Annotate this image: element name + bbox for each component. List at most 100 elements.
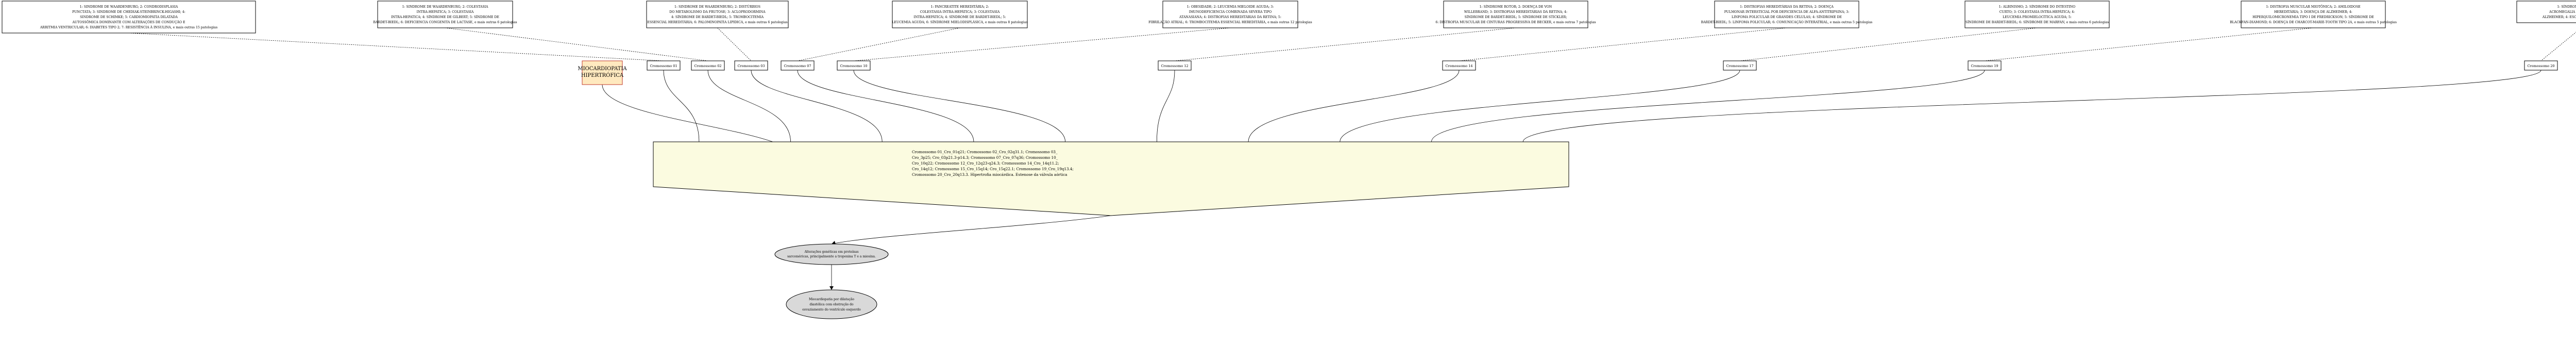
summary-node[interactable]: Cromossomo 01_Cro_01q21; Cromossomo 02_C… (653, 141, 1569, 216)
ellipse-node-1-line-1: Alterações genéticas em proteínas (804, 250, 858, 254)
info-box-1[interactable]: 1: SINDROME DE WAARDENBURG; 2: CONDRODIS… (2, 1, 256, 34)
info-box-line: DO METABOLISMO DA FRUTOSE; 3: ACLOPRODOR… (669, 10, 766, 14)
info-box-line: HEREDITÁRIA; 3: DOENÇA DE ALZHEIMER; 4: (2274, 10, 2352, 14)
chromosome-edge (663, 70, 700, 142)
chromosome-node[interactable]: Cromossomo 19 (1968, 60, 2002, 71)
chromosome-label: Cromossomo 03 (737, 64, 765, 68)
ellipse-node-2-line-1: Miocardiopatia por dilatação (809, 298, 854, 301)
info-box-line: CURTO; 3: COLESTASIA INTRA-HEPÁTICA; 4: (1999, 10, 2075, 14)
info-box-frame (377, 1, 513, 28)
info-box-line: 1: SINDROME DE WAARDENBURG; 2: CONDRODIS… (80, 5, 178, 9)
info-box-line: WILLEBRAND; 3: DISTROFIAS HEREDITÁRIAS D… (1464, 10, 1567, 14)
info-box-7[interactable]: 1: DISTROFIAS HEREDITÁRIAS DA RETINA; 2:… (1701, 1, 1873, 28)
chromosome-node[interactable]: Cromossomo 20 (2524, 60, 2558, 71)
ellipse-node-1[interactable]: Alterações genéticas em proteínas sarcom… (774, 243, 889, 265)
chromosome-label: Cromossomo 07 (784, 64, 811, 68)
chromosome-node-box (781, 60, 815, 71)
info-box-5[interactable]: 1: OBESIDADE; 2: LEUCEMIA MIELOIDE AGUDA… (1148, 1, 1312, 28)
ellipse-node-1-shape (774, 243, 889, 265)
info-edge (1459, 27, 1787, 61)
chromosome-node[interactable]: Cromossomo 12 (1158, 60, 1192, 71)
chromosome-node-box (691, 60, 725, 71)
disease-node-line-1: MIOCARDIOPATIA (578, 66, 627, 72)
info-box-line: IMUNODEFICIENCIA COMBINADA SEVERA TIPO (1189, 10, 1272, 14)
info-box-frame (2241, 1, 2386, 28)
chromosome-nodes: Cromossomo 01 Cromossomo 02 Cromossomo 03 C… (647, 60, 2558, 71)
disease-node-line-2: HIPERTRÓFICA (581, 72, 624, 78)
info-box-10[interactable]: 1: SÍNDROME DE BARDET-BIEDL; 2:ACROMEGAL… (2516, 1, 2576, 23)
info-edge (128, 32, 664, 61)
chromosome-edge (1340, 70, 1740, 142)
summary-to-ellipse-edge (831, 215, 1111, 244)
info-box-4[interactable]: 1: PANCREATITE HEREDITÁRIA; 2:COLESTASIA… (892, 1, 1028, 28)
info-box-line: SINDROME DE SCHIMKE; 5: CARDIOMIOPATIA D… (80, 15, 178, 19)
info-box-9[interactable]: 1: DISTROFIA MUSCULAR MIOTÔNICA; 2: AMIL… (2230, 1, 2397, 28)
chromosome-label: Cromossomo 12 (1161, 64, 1188, 68)
info-box-frame (1714, 1, 1859, 28)
chromosome-edge (797, 70, 974, 142)
info-box-line: 1: DISTROFIA MUSCULAR MIOTÔNICA; 2: AMIL… (2266, 5, 2361, 9)
chromosome-node[interactable]: Cromossomo 01 (647, 60, 681, 71)
info-box-line: LEUCEMIA PROMIELOCÍTICA AGUDA; 5: (2003, 15, 2072, 19)
ellipse-node-1-line-2: sarcoméricas, principalmente a troponina… (787, 255, 876, 258)
chromosome-edge (1248, 70, 1460, 142)
info-box-line: SÍNDROME DE BARDET-BIEDL; 6: SÍNDROME DE… (1965, 21, 2109, 24)
info-box-line: ACROMEGALIA HIPOFISÁRIA; 3: DOENÇA DE (2549, 10, 2576, 14)
arrowhead (832, 241, 836, 244)
info-box-line: BLACKFAN-DIAMOND; 6: DOENÇA DE CHARCOT-M… (2230, 21, 2397, 24)
chromosome-node[interactable]: Cromossomo 17 (1723, 60, 1757, 71)
info-box-line: LINFOMA FOLICULAR DE GRANDES CÉLULAS; 4:… (1732, 15, 1842, 19)
chromosome-label: Cromossomo 17 (1726, 64, 1753, 68)
chromosome-edge (751, 70, 883, 142)
chromosome-node-box (647, 60, 681, 71)
info-box-line: 1: SÍNDROME ROTOR; 2: DOENÇA DE VON (1480, 5, 1552, 9)
chromosome-edge (707, 70, 791, 142)
info-box-line: HIPERQUILOMICRONEMIA TIPO I DE FREDRICKS… (2252, 15, 2374, 19)
chromosome-node[interactable]: Cromossomo 03 (734, 60, 768, 71)
chromosome-node-box (1968, 60, 2002, 71)
info-box-3[interactable]: 1: SINDROME DE WAARDENBURG; 2: DISTÚRBIO… (646, 1, 789, 28)
info-box-8[interactable]: 1: ALBINISMO; 2: SÍNDROME DO INTESTINOCU… (1964, 1, 2110, 28)
chromosome-edge (1431, 70, 1985, 142)
info-box-line: SÍNDROME DE BARDET-BIEDL; 5: SÍNDROME DE… (1465, 15, 1567, 19)
disease-node[interactable]: MIOCARDIOPATIA HIPERTRÓFICA (578, 60, 627, 85)
info-edge (797, 27, 960, 61)
chromosome-node[interactable]: Cromossomo 10 (837, 60, 871, 71)
info-box-line: PULMONAR INTERSTICIAL POR DEFICIENCIA DE… (1724, 10, 1850, 14)
info-box-frame (1443, 1, 1588, 28)
info-box-line: 1: ALBINISMO; 2: SÍNDROME DO INTESTINO (1999, 5, 2076, 9)
info-box-line: COLESTASIA INTRA-HEPÁTICA; 3: COLESTASIA (920, 10, 1000, 14)
summary-line: Cro_3p25; Cro_03p21.3-p14.3; Cromossomo … (912, 155, 1058, 160)
ellipse-node-2[interactable]: Miocardiopatia por dilatação diastólica … (786, 289, 877, 319)
info-box-line: BARDET-BIEDL; 6: DEFICIENCIA CONGENITA D… (373, 21, 517, 24)
chromosome-label: Cromossomo 10 (840, 64, 867, 68)
chromosome-node-box (1442, 60, 1476, 71)
info-box-line: AUTOSSÔMICA DOMINANTE COM ALTERAÇÕES DE … (72, 20, 185, 24)
info-box-line: ESSENCIAL HEREDITÁRIA; 6: PALOMINOPATIA … (647, 21, 787, 24)
summary-node-shape (653, 141, 1569, 216)
chromosome-label: Cromossomo 14 (1445, 64, 1472, 68)
chromosome-node[interactable]: Cromossomo 14 (1442, 60, 1476, 71)
chromosome-node[interactable]: Cromossomo 07 (781, 60, 815, 71)
diagram-edges (128, 27, 2576, 290)
chromosome-node[interactable]: Cromossomo 02 (691, 60, 725, 71)
info-edge (1984, 27, 2314, 61)
info-box-line: 6: DISTROFIA MUSCULAR DE CINTURAS PROGRE… (1435, 21, 1596, 24)
info-edge (445, 27, 708, 61)
top-text-boxes: 1: SINDROME DE WAARDENBURG; 2: CONDRODIS… (2, 1, 2576, 34)
info-box-6[interactable]: 1: SÍNDROME ROTOR; 2: DOENÇA DE VONWILLE… (1435, 1, 1596, 28)
info-box-line: 1: SINDROME DE WAARDENBURG; 2: COLESTASI… (402, 5, 488, 9)
info-box-line: BARDET-BIEDL; 5: LINFOMA FOLICULAR; 6: C… (1701, 20, 1873, 24)
info-box-frame (2, 1, 256, 34)
chromosome-node-box (734, 60, 768, 71)
info-box-line: INTRA-HEPATICA; 4: SÍNDROME DE GILBERT; … (391, 15, 499, 19)
info-box-line: FIBRILAÇÃO ATRIAL; 6: TROMBOCITEMIA ESSE… (1148, 20, 1312, 24)
chromosome-edge (1522, 70, 2541, 142)
info-box-frame (1162, 1, 1298, 28)
info-box-line: 1: SINDROME DE WAARDENBURG; 2: DISTÚRBIO… (674, 5, 760, 9)
info-box-2[interactable]: 1: SINDROME DE WAARDENBURG; 2: COLESTASI… (373, 1, 517, 28)
info-edge (1174, 27, 1516, 61)
chromosome-node-box (1158, 60, 1192, 71)
info-box-frame (646, 1, 789, 28)
